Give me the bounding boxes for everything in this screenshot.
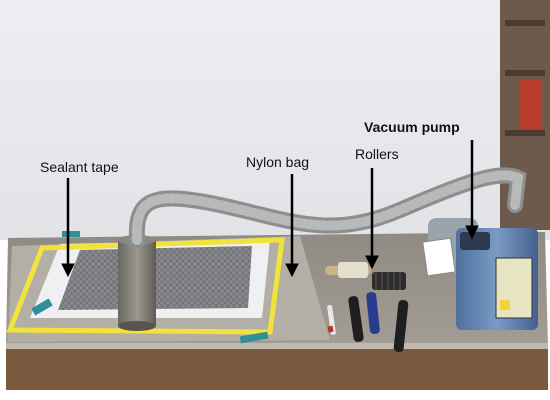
sealant-tape	[6, 237, 285, 335]
steel-cylinder	[118, 240, 156, 326]
nylon-bag-label: Nylon bag	[246, 154, 310, 170]
arrow-sealant-tape-head	[61, 263, 75, 278]
arrow-nylon-bag-head	[285, 263, 299, 278]
table-front-edge	[6, 345, 548, 390]
roller-handle-3	[393, 300, 409, 352]
ribbed-roller	[372, 272, 406, 290]
rollers-label: Rollers	[355, 146, 399, 162]
roller-handle-1	[348, 296, 364, 342]
sealant-tape-label: Sealant tape	[40, 159, 119, 175]
arrow-rollers-head	[365, 255, 379, 270]
roller-handle-2	[366, 291, 380, 335]
pump-tag	[422, 237, 456, 277]
wall-background	[0, 0, 550, 240]
label-arrows	[61, 140, 479, 278]
vacuum-pump-label: Vacuum pump	[364, 119, 460, 135]
marker-pen	[327, 304, 336, 335]
arrow-vacuum-pump-head	[465, 225, 479, 240]
